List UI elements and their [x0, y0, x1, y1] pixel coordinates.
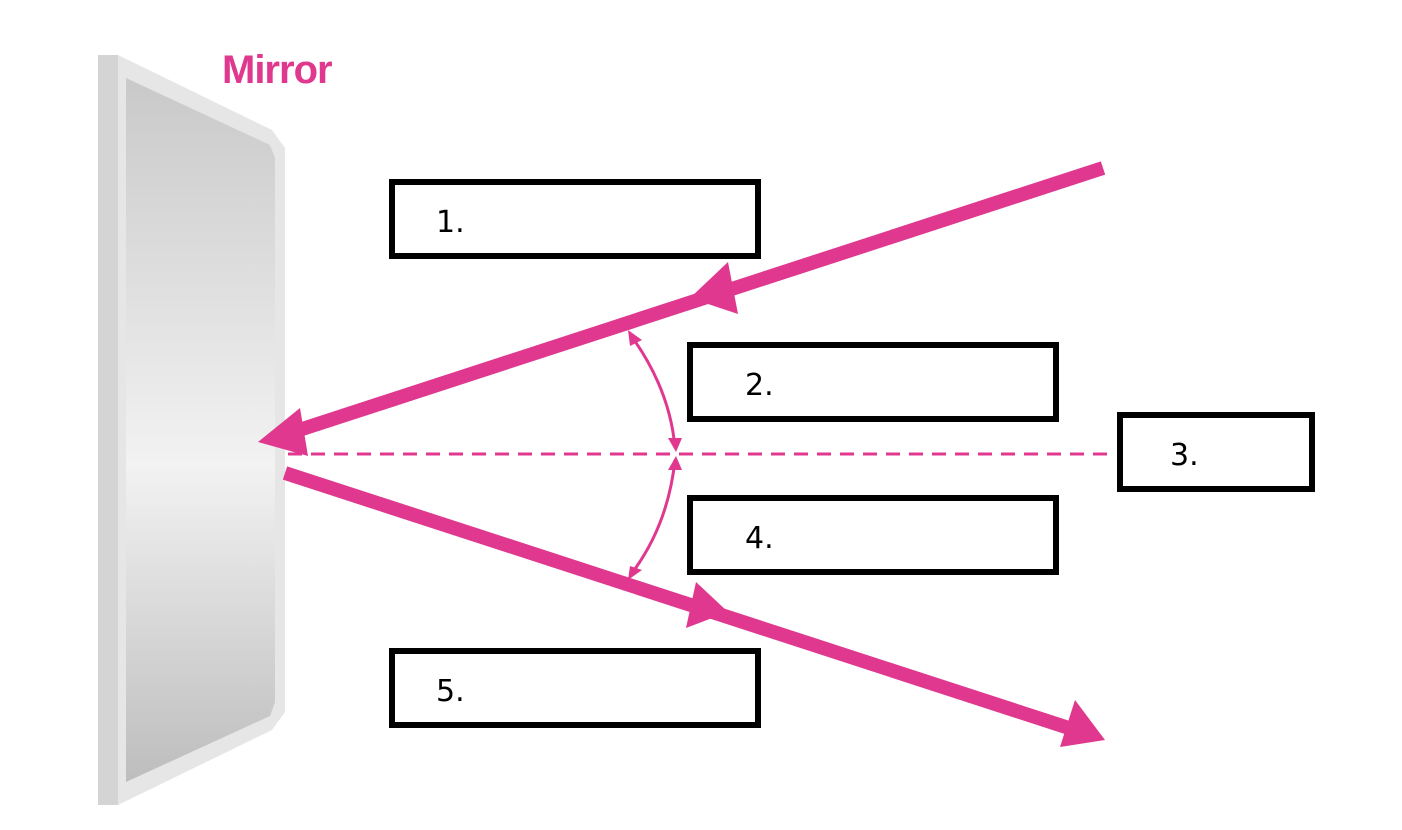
label-box-3[interactable]: 3.	[1117, 412, 1315, 492]
label-box-4-text: 4.	[745, 521, 774, 556]
label-box-3-text: 3.	[1170, 438, 1199, 473]
label-box-2-text: 2.	[745, 368, 774, 403]
label-box-2[interactable]: 2.	[687, 342, 1059, 422]
reflected-ray-mid-arrowhead	[686, 582, 728, 628]
angle-of-incidence-arc	[628, 330, 682, 452]
mirror-edge	[98, 55, 118, 805]
label-box-1[interactable]: 1.	[389, 179, 761, 259]
mirror-title: Mirror	[222, 48, 332, 92]
mirror	[98, 55, 285, 805]
incident-ray-mid-arrowhead	[690, 262, 738, 314]
label-box-5-text: 5.	[436, 674, 465, 709]
reflected-ray-end-arrowhead	[1060, 700, 1105, 747]
incident-ray-end-arrowhead	[258, 408, 308, 456]
label-box-5[interactable]: 5.	[389, 648, 761, 728]
incident-ray	[258, 161, 1106, 456]
angle-of-reflection-arc	[628, 456, 682, 580]
label-box-1-text: 1.	[436, 205, 465, 240]
reflected-ray	[282, 466, 1105, 747]
label-box-4[interactable]: 4.	[687, 495, 1059, 575]
mirror-surface	[126, 78, 275, 782]
